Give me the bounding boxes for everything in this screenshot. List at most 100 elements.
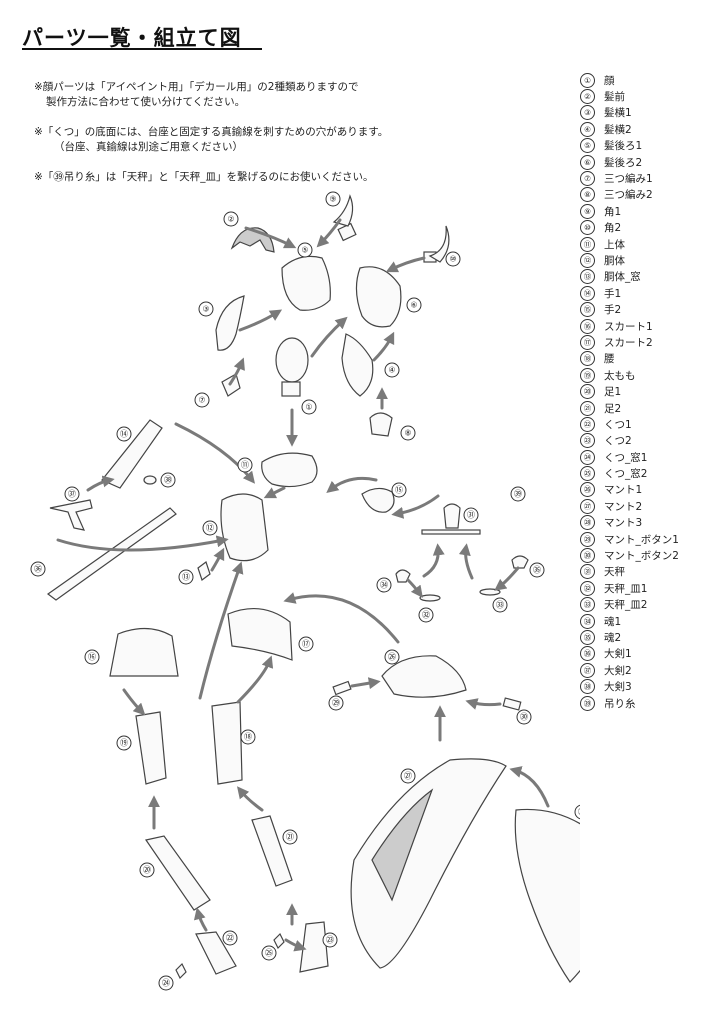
- label-upper-body: ⑪: [237, 457, 253, 473]
- label-side-hair-1: ③: [198, 301, 214, 317]
- horn-1-connector: [337, 222, 357, 242]
- part-number-badge: ㉕: [580, 466, 595, 482]
- part-number-badge: ⑳: [580, 384, 595, 400]
- part-name: 大剣3: [604, 681, 632, 694]
- label-number: ㉖: [388, 653, 396, 662]
- label-scale-dish-2: ㉝: [492, 597, 508, 613]
- scale-beam: [421, 529, 481, 535]
- label-number: ⑦: [198, 396, 205, 405]
- part-name: 腰: [604, 353, 615, 366]
- part-name: 髪横2: [604, 123, 632, 136]
- label-number: ⑭: [120, 430, 128, 439]
- label-sword-1: ㊱: [30, 561, 46, 577]
- part-name: 髪後ろ2: [604, 156, 643, 169]
- part-number-badge: ⑲: [580, 367, 595, 383]
- label-number: ⑮: [395, 486, 403, 495]
- cape-2-inner: [371, 788, 434, 902]
- part-name: くつ_窓2: [604, 468, 648, 481]
- part-number-badge: ㉚: [580, 548, 595, 564]
- label-number: ㉟: [533, 566, 541, 575]
- label-braid-1: ⑦: [194, 392, 210, 408]
- label-number: ㊲: [68, 490, 76, 499]
- part-name: 胴体_窓: [604, 271, 641, 284]
- arrow: [198, 561, 244, 700]
- label-number: ⑬: [182, 573, 190, 582]
- shoe-2-part: [299, 921, 329, 973]
- part-number-badge: ⑤: [580, 138, 595, 154]
- label-skirt-1: ⑯: [84, 649, 100, 665]
- part-name: マント3: [604, 517, 643, 530]
- arrow: [210, 547, 225, 572]
- part-number-badge: ⑭: [580, 285, 595, 301]
- label-cape-button-2: ㉚: [516, 709, 532, 725]
- part-name: くつ2: [604, 435, 632, 448]
- part-name: 大剣2: [604, 664, 632, 677]
- part-name: くつ_窓1: [604, 451, 648, 464]
- scale-dish-2-part: [479, 588, 501, 596]
- part-number-badge: ㉜: [580, 580, 595, 596]
- label-number: ④: [388, 366, 395, 375]
- face-neck: [281, 381, 301, 397]
- label-torso-window: ⑬: [178, 569, 194, 585]
- label-number: ㉞: [380, 581, 388, 590]
- part-number-badge: ㉒: [580, 416, 595, 432]
- sword-2-part: [49, 499, 93, 531]
- part-number-badge: ㊳: [580, 679, 595, 695]
- arrow: [316, 218, 342, 248]
- part-name: 吊り糸: [604, 697, 636, 710]
- part-number-badge: ㊱: [580, 646, 595, 662]
- label-number: ⑥: [410, 301, 417, 310]
- part-name: 角1: [604, 205, 622, 218]
- cape-button-2-part: [502, 697, 522, 711]
- label-shoe-2: ㉓: [322, 932, 338, 948]
- note-string: ※「㊴吊り糸」は「天秤」と「天秤_皿」を繋げるのにお使いください。: [34, 170, 374, 185]
- label-back-hair-2: ⑥: [406, 297, 422, 313]
- part-name: 魂1: [604, 615, 622, 628]
- label-hip: ⑱: [240, 729, 256, 745]
- thigh-part: [135, 711, 167, 785]
- label-shoe-1: ㉒: [222, 930, 238, 946]
- part-name: 角2: [604, 222, 622, 235]
- arrow: [494, 566, 520, 591]
- part-number-badge: ⑧: [580, 187, 595, 203]
- sword-3-part: [143, 475, 157, 485]
- label-scale-dish-1: ㉜: [418, 607, 434, 623]
- arrow: [56, 535, 229, 552]
- label-cape-3: ㉘: [574, 804, 580, 820]
- part-number-badge: ⑩: [580, 220, 595, 236]
- label-hand-2: ⑮: [391, 482, 407, 498]
- soul-2-part: [511, 555, 529, 569]
- part-name: 足2: [604, 402, 622, 415]
- side-hair-1-part: [215, 295, 245, 351]
- arrow: [244, 226, 297, 249]
- label-number: ①: [305, 403, 312, 412]
- label-number: ㊱: [34, 565, 42, 574]
- note-shoes: ※「くつ」の底面には、台座と固定する真鍮線を刺すための穴があります。 （台座、真…: [34, 125, 388, 155]
- part-number-badge: ②: [580, 89, 595, 105]
- part-name: 足1: [604, 386, 622, 399]
- arrow: [193, 907, 208, 932]
- part-number-badge: ⑮: [580, 302, 595, 318]
- label-number: ⑤: [301, 246, 308, 255]
- hand-2-part: [361, 487, 395, 513]
- face-part: [275, 337, 309, 383]
- arrow: [237, 786, 264, 812]
